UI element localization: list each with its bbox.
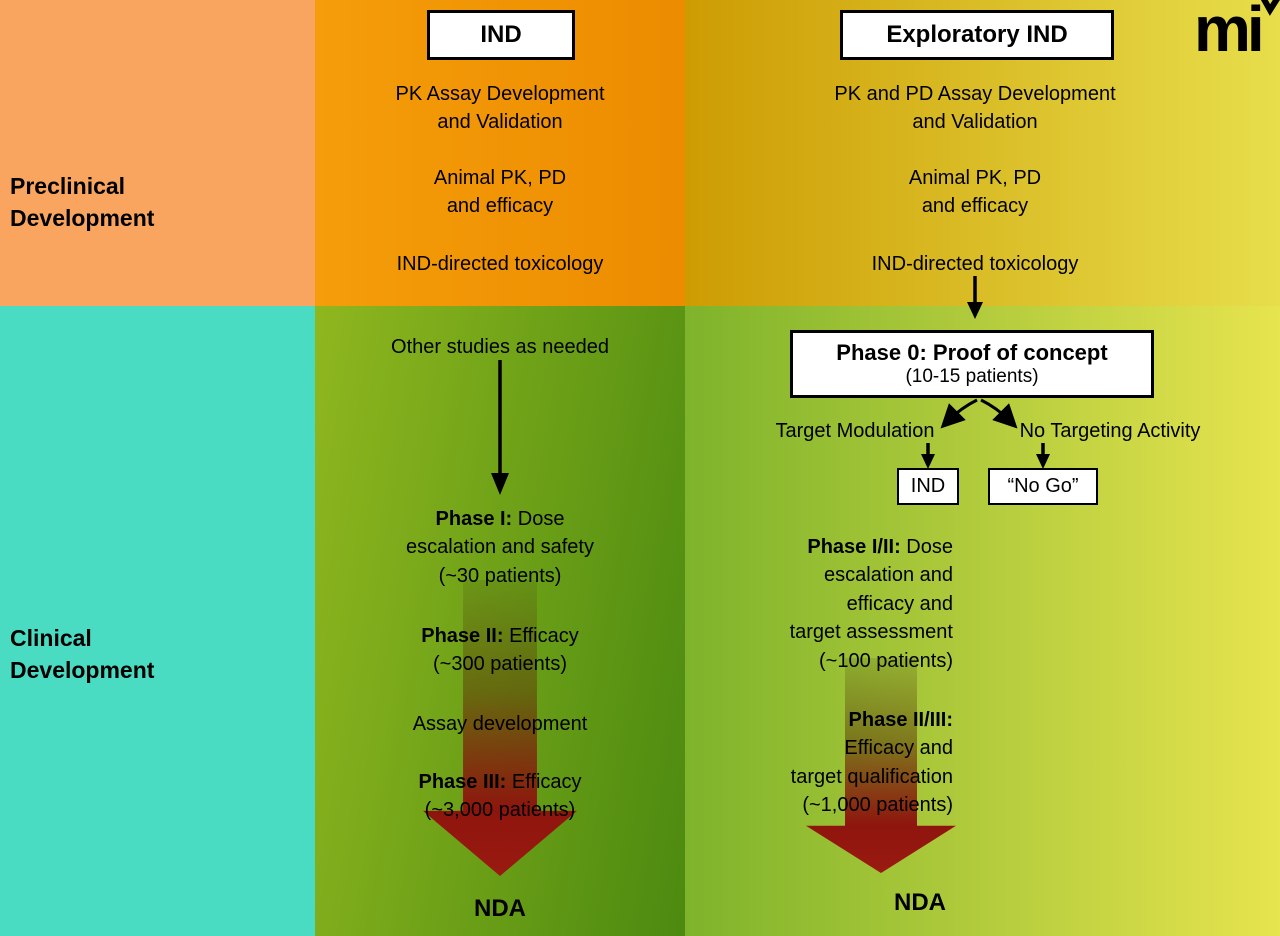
- logo-text: mi: [1194, 0, 1265, 65]
- branch-right-arrow-icon: [1036, 443, 1050, 469]
- small-down-arrow-icon: [967, 276, 983, 319]
- no-go-outcome-box: “No Go”: [988, 468, 1098, 505]
- eind-toxicology-text: IND-directed toxicology: [871, 253, 1079, 275]
- down-arrow-icon: [491, 360, 509, 495]
- ind-animal-pk-text: Animal PK, PD and efficacy: [433, 167, 567, 218]
- check-icon: [1260, 0, 1280, 16]
- ind-phase2-text: Phase II: Efficacy (~300 patients): [345, 622, 655, 679]
- eind-nda-text: NDA: [894, 889, 946, 916]
- phase12-body: Dose escalation and efficacy and target …: [789, 536, 953, 672]
- phase0-box: Phase 0: Proof of concept (10-15 patient…: [790, 330, 1154, 398]
- panel-clinical-label-bg: [0, 306, 315, 936]
- branch-left-label: Target Modulation: [775, 420, 935, 442]
- ind-nda-text: NDA: [474, 895, 526, 922]
- row-label-preclinical: Preclinical Development: [10, 173, 155, 232]
- phase12-label: Phase I/II:: [807, 536, 901, 558]
- ind-toxicology-text: IND-directed toxicology: [396, 253, 604, 275]
- eind-animal-pk-text: Animal PK, PD and efficacy: [908, 167, 1042, 218]
- row-label-clinical: Clinical Development: [10, 625, 155, 684]
- phase2-body: Efficacy (~300 patients): [433, 625, 579, 676]
- ind-phase3-text: Phase III: Efficacy (~3,000 patients): [345, 768, 655, 825]
- ind-assay-dev-text: Assay development: [412, 713, 588, 735]
- phase0-subtitle: (10-15 patients): [905, 366, 1039, 387]
- phase2-label: Phase II:: [421, 625, 504, 647]
- panel-preclinical-label-bg: [0, 0, 315, 306]
- branch-left-arrow-icon: [921, 443, 935, 469]
- phase3-label: Phase III:: [418, 771, 507, 793]
- eind-title-box: Exploratory IND: [840, 10, 1114, 60]
- ind-outcome-box: IND: [897, 468, 959, 505]
- phase0-title: Phase 0: Proof of concept: [836, 340, 1108, 365]
- phase1-label: Phase I:: [435, 508, 513, 530]
- eind-phase23-text: Phase II/III: Efficacy and target qualif…: [733, 706, 953, 820]
- eind-phase12-text: Phase I/II: Dose escalation and efficacy…: [733, 533, 953, 675]
- eind-pk-assay-text: PK and PD Assay Development and Validati…: [834, 83, 1116, 134]
- ind-phase1-text: Phase I: Dose escalation and safety (~30…: [345, 505, 655, 590]
- branch-right-label: No Targeting Activity: [1019, 420, 1201, 442]
- phase1-body: Dose escalation and safety (~30 patients…: [406, 508, 594, 587]
- branch-arrows-icon: [940, 398, 1018, 429]
- ind-title-box: IND: [427, 10, 575, 60]
- journal-logo: mi: [1194, 0, 1280, 68]
- phase3-body: Efficacy (~3,000 patients): [424, 771, 582, 822]
- ind-other-studies-text: Other studies as needed: [391, 336, 609, 358]
- phase23-label: Phase II/III:: [848, 709, 953, 731]
- phase23-body: Efficacy and target qualification (~1,00…: [790, 737, 953, 817]
- ind-pk-assay-text: PK Assay Development and Validation: [395, 83, 605, 134]
- panel-eind-clinical-bg: [685, 306, 1280, 936]
